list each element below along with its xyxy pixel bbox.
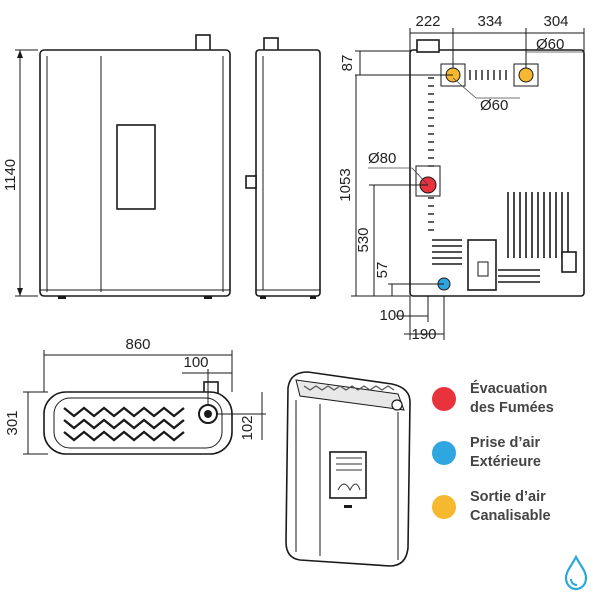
- dim-diameter-80: Ø80: [368, 150, 396, 167]
- side-foot-left: [260, 296, 266, 299]
- back-electrical-panel: [467, 239, 497, 291]
- legend-outlet-line1: Sortie d’air: [470, 489, 546, 505]
- front-foot-left: [58, 296, 66, 299]
- dim-1053-label: 1053: [337, 168, 354, 201]
- legend-intake-line1: Prise d’air: [470, 435, 541, 451]
- intake-color-dot: [432, 441, 456, 465]
- legend-smoke-line1: Évacuation: [470, 381, 548, 397]
- leader-diameter-60-bottom: [452, 77, 477, 99]
- top-view: 860 100 301 102: [4, 336, 266, 455]
- back-body: [409, 49, 585, 297]
- dim-301-label: 301: [4, 410, 21, 435]
- dim-334-label: 334: [477, 13, 502, 30]
- legend-item-smoke: Évacuation des Fumées: [432, 380, 554, 418]
- iso-flue: [391, 399, 403, 411]
- smoke-color-dot: [432, 387, 456, 411]
- legend-outlet-line2: Canalisable: [470, 508, 551, 524]
- back-vent-right: [507, 192, 569, 258]
- dim-87-label: 87: [339, 55, 356, 72]
- top-grille-frame: [53, 397, 223, 449]
- outlet-color-dot: [432, 495, 456, 519]
- back-vent-top: [469, 70, 507, 80]
- dim-222-label: 222: [415, 13, 440, 30]
- top-grille-pattern: [63, 406, 185, 442]
- water-drop-logo-icon: [564, 555, 588, 591]
- iso-top-grille: [295, 379, 405, 411]
- back-vent-bottom: [432, 239, 540, 283]
- dim-diameter-60-bottom: Ø60: [480, 97, 508, 114]
- dim-diameter-60-top: Ø60: [536, 36, 564, 53]
- side-foot-right: [310, 296, 316, 299]
- dim-190-label: 190: [411, 326, 436, 343]
- back-top-stub: [416, 39, 440, 53]
- legend-smoke-line2: des Fumées: [470, 400, 554, 416]
- isometric-view: [285, 371, 411, 567]
- iso-handle: [344, 505, 352, 508]
- side-body: [255, 49, 321, 297]
- front-view: 1140: [2, 34, 231, 299]
- iso-grille-pattern: [303, 385, 395, 391]
- top-flue-core: [204, 410, 212, 418]
- dim-100-label: 100: [379, 307, 404, 324]
- back-vent-left: [428, 77, 434, 231]
- dim-top-100-label: 100: [183, 354, 208, 371]
- dim-860-label: 860: [125, 336, 150, 353]
- front-flue-stub: [195, 34, 211, 52]
- legend-label-outlet: Sortie d’air Canalisable: [470, 488, 551, 526]
- front-foot-right: [204, 296, 212, 299]
- back-side-connector: [561, 251, 577, 273]
- back-power-socket: [477, 261, 489, 277]
- dim-57-label: 57: [374, 262, 391, 279]
- side-view: [245, 37, 321, 299]
- side-rear-connector: [245, 175, 257, 189]
- front-window: [116, 124, 156, 210]
- smoke-outlet-frame: [415, 165, 441, 197]
- legend-label-intake: Prise d’air Extérieure: [470, 434, 541, 472]
- iso-fire-pattern: [336, 457, 362, 492]
- legend-intake-line2: Extérieure: [470, 454, 541, 470]
- legend-label-smoke: Évacuation des Fumées: [470, 380, 554, 418]
- leader-diameter-80: [411, 167, 429, 186]
- dim-1140-label: 1140: [2, 159, 19, 191]
- legend-item-intake: Prise d’air Extérieure: [432, 434, 541, 472]
- dim-304-label: 304: [543, 13, 568, 30]
- dim-102-label: 102: [239, 415, 256, 440]
- legend-item-outlet: Sortie d’air Canalisable: [432, 488, 551, 526]
- air-outlet-right: [518, 67, 534, 83]
- back-view: 222 334 304 Ø60 87 Ø60 Ø80 1053 530 57: [337, 13, 585, 343]
- iso-window: [329, 451, 367, 499]
- dim-530-label: 530: [355, 227, 372, 252]
